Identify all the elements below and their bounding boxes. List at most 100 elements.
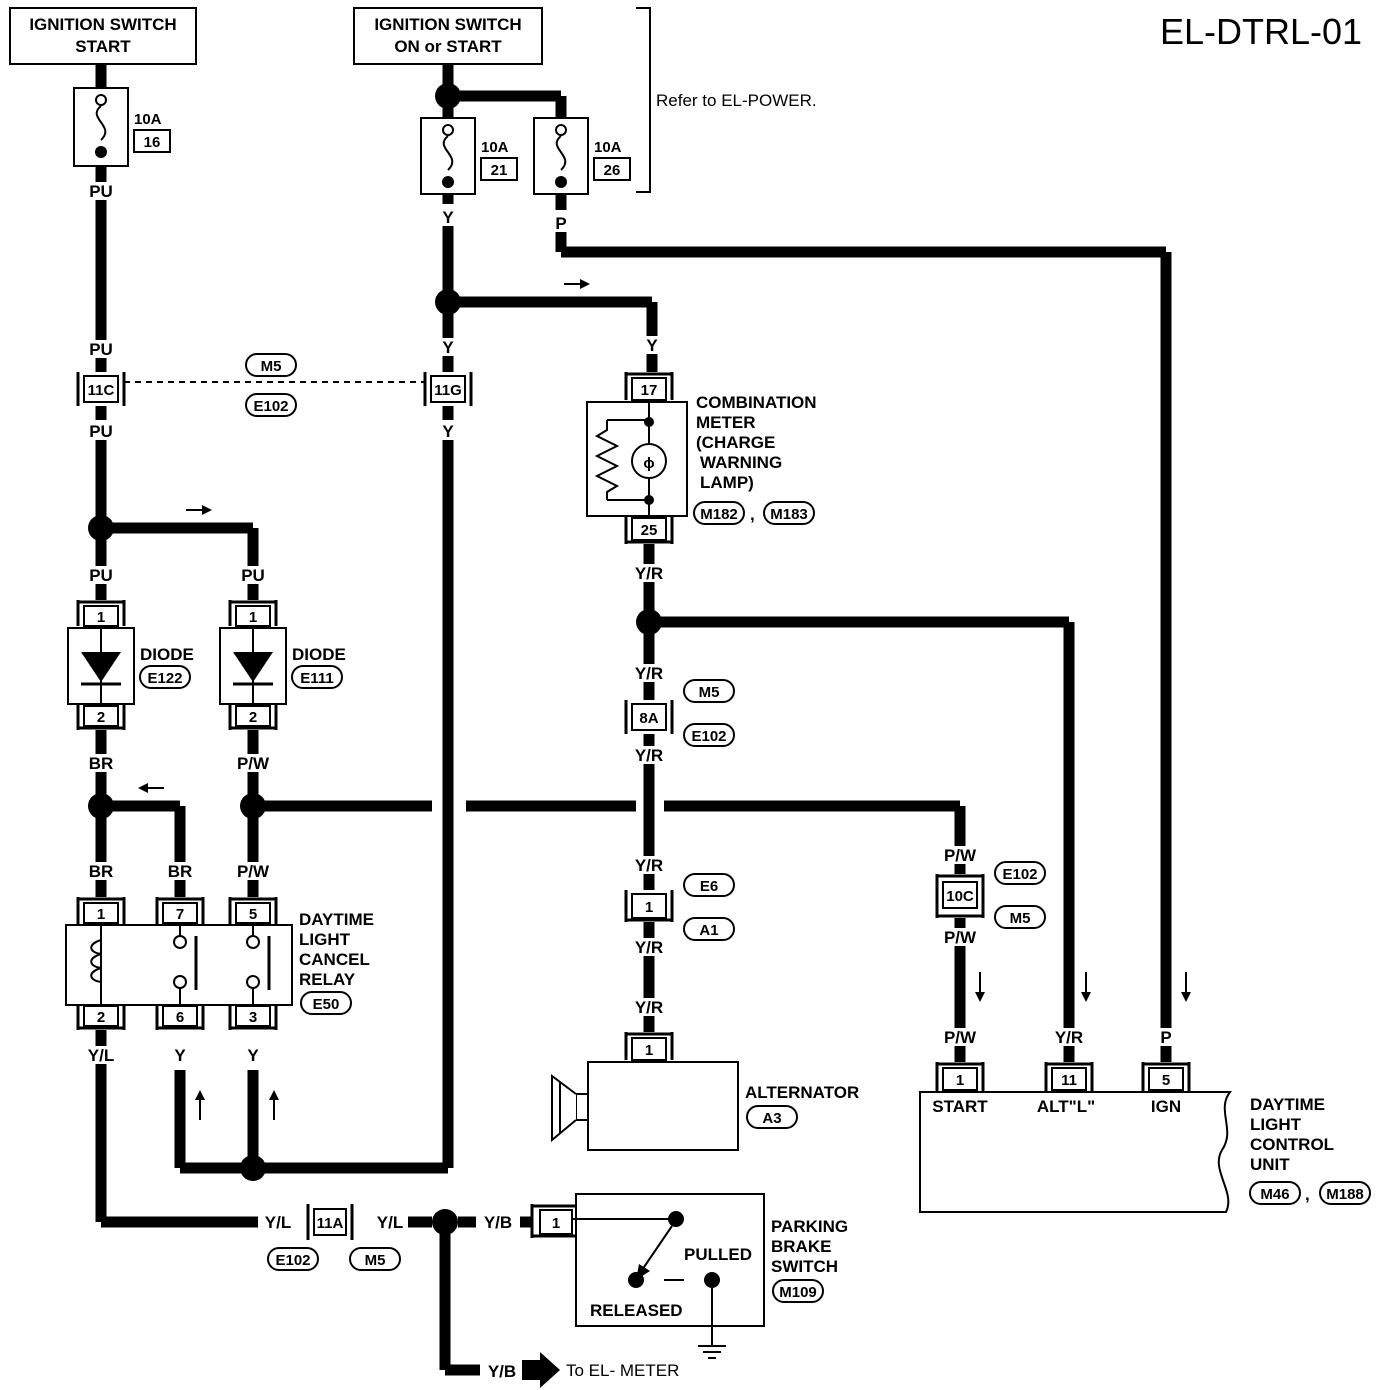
svg-text:10A: 10A	[481, 139, 509, 156]
svg-text:,: ,	[750, 505, 755, 524]
svg-text:BR: BR	[89, 754, 114, 773]
svg-text:1: 1	[552, 1215, 560, 1232]
splice	[432, 1209, 458, 1235]
parking-brake-switch: 1 PULLED RELEASED PARKING BRAKE SWITCH M…	[530, 1193, 848, 1359]
splice	[435, 289, 461, 315]
direction-arrows	[138, 279, 1191, 1120]
svg-text:21: 21	[491, 162, 508, 179]
splice	[88, 793, 114, 819]
svg-text:26: 26	[604, 162, 621, 179]
svg-text:Y: Y	[442, 422, 454, 441]
svg-text:1: 1	[645, 1042, 653, 1059]
svg-text:10C: 10C	[946, 888, 974, 905]
badge-e102-top: E102	[245, 393, 297, 417]
svg-text:25: 25	[641, 522, 658, 539]
daytime-light-cancel-relay: 1 7 5 2 6 3 DAYTIME LIGHT CANCEL RELAY E…	[65, 897, 374, 1030]
svg-text:16: 16	[144, 134, 161, 151]
arrow-right-icon	[186, 505, 212, 515]
svg-text:P/W: P/W	[237, 754, 270, 773]
svg-text:M5: M5	[365, 1252, 386, 1269]
svg-text:LIGHT: LIGHT	[299, 930, 351, 949]
svg-text:E102: E102	[275, 1252, 310, 1269]
svg-text:3: 3	[249, 1009, 257, 1026]
svg-text:(CHARGE: (CHARGE	[696, 433, 775, 452]
badge-m5-top: M5	[245, 353, 297, 377]
svg-text:DIODE: DIODE	[292, 645, 346, 664]
svg-text:Y/R: Y/R	[635, 998, 663, 1017]
svg-text:5: 5	[249, 906, 257, 923]
svg-text:IGNITION SWITCH: IGNITION SWITCH	[29, 15, 176, 34]
svg-text:DIODE: DIODE	[140, 645, 194, 664]
svg-text:,: ,	[1305, 1185, 1310, 1204]
svg-text:PULLED: PULLED	[684, 1245, 752, 1264]
connector-11c: 11C	[76, 372, 126, 406]
svg-text:START: START	[932, 1097, 988, 1116]
svg-text:LIGHT: LIGHT	[1250, 1115, 1302, 1134]
svg-text:Y: Y	[442, 208, 454, 227]
svg-text:Y: Y	[646, 336, 658, 355]
arrow-up-icon	[269, 1090, 279, 1120]
connector-10c: 10C E102 M5	[935, 861, 1046, 929]
svg-text:1: 1	[97, 906, 105, 923]
splice	[240, 1155, 266, 1181]
svg-text:Y/R: Y/R	[635, 664, 663, 683]
svg-text:1: 1	[956, 1072, 964, 1089]
svg-text:M5: M5	[699, 684, 720, 701]
svg-text:DAYTIME: DAYTIME	[1250, 1095, 1325, 1114]
svg-text:PU: PU	[89, 340, 113, 359]
svg-text:START: START	[75, 37, 131, 56]
svg-text:2: 2	[97, 1009, 105, 1026]
svg-text:BR: BR	[89, 862, 114, 881]
svg-text:8A: 8A	[639, 710, 658, 727]
svg-text:6: 6	[176, 1009, 184, 1026]
connector-e6-a1: 1 E6 A1	[624, 873, 735, 941]
svg-text:PARKING: PARKING	[771, 1217, 848, 1236]
svg-text:Y: Y	[174, 1046, 186, 1065]
svg-text:E111: E111	[300, 670, 333, 687]
svg-text:2: 2	[249, 709, 257, 726]
svg-text:E102: E102	[691, 728, 726, 745]
arrow-right-icon	[522, 1352, 560, 1388]
splice	[636, 609, 662, 635]
svg-text:ALTERNATOR: ALTERNATOR	[745, 1083, 859, 1102]
svg-text:M182: M182	[700, 506, 738, 523]
splice	[88, 515, 114, 541]
svg-text:Y/R: Y/R	[635, 856, 663, 875]
svg-text:PU: PU	[89, 566, 113, 585]
page-id: EL-DTRL-01	[1160, 11, 1362, 52]
svg-text:UNIT: UNIT	[1250, 1155, 1290, 1174]
svg-text:10A: 10A	[594, 139, 622, 156]
splice	[240, 793, 266, 819]
connector-8a: 8A M5 E102	[624, 679, 735, 747]
svg-text:ALT"L": ALT"L"	[1037, 1097, 1095, 1116]
fuse-16: 10A 16	[73, 87, 171, 167]
svg-text:IGNITION SWITCH: IGNITION SWITCH	[374, 15, 521, 34]
connector-11a: 11A E102 M5	[267, 1204, 401, 1271]
svg-text:LAMP): LAMP)	[700, 473, 754, 492]
svg-text:Y/L: Y/L	[88, 1046, 114, 1065]
svg-text:1: 1	[97, 609, 105, 626]
svg-text:1: 1	[249, 609, 257, 626]
svg-text:Y/R: Y/R	[635, 564, 663, 583]
svg-text:To EL- METER: To EL- METER	[566, 1361, 679, 1380]
svg-text:Y/R: Y/R	[635, 746, 663, 765]
svg-text:Y/R: Y/R	[1055, 1028, 1083, 1047]
svg-text:P/W: P/W	[237, 862, 270, 881]
svg-text:PU: PU	[241, 566, 265, 585]
svg-text:SWITCH: SWITCH	[771, 1257, 838, 1276]
svg-text:Y/L: Y/L	[377, 1213, 403, 1232]
splices	[88, 83, 662, 1235]
svg-text:DAYTIME: DAYTIME	[299, 910, 374, 929]
svg-text:ɸ: ɸ	[643, 455, 654, 472]
daytime-light-control-unit: 1 11 5 START ALT"L" IGN DAYTIME LIGHT CO…	[919, 1062, 1371, 1213]
pulley-icon	[551, 1074, 577, 1143]
svg-text:PU: PU	[89, 422, 113, 441]
svg-text:P: P	[1160, 1028, 1171, 1047]
svg-text:Y/L: Y/L	[265, 1213, 291, 1232]
svg-text:A3: A3	[762, 1110, 781, 1127]
svg-text:M5: M5	[1010, 910, 1031, 927]
svg-text:17: 17	[641, 382, 658, 399]
svg-text:CONTROL: CONTROL	[1250, 1135, 1334, 1154]
svg-text:METER: METER	[696, 413, 756, 432]
arrow-left-icon	[138, 783, 164, 793]
